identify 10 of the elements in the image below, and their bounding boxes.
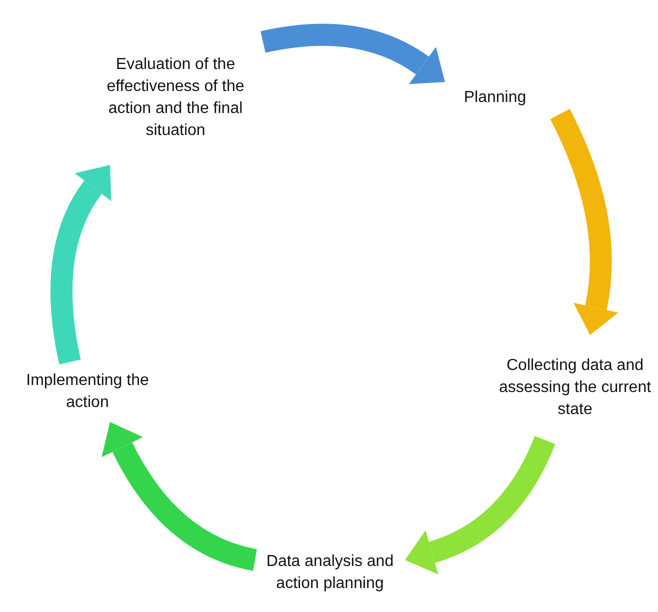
step-label: Data analysis and action planning [265,552,395,594]
arrow [550,109,619,336]
step-label: Collecting data and assessing the current state [498,356,652,420]
step-label: Implementing the action [25,371,150,413]
arrow [102,422,258,571]
step-label: Planning [464,88,526,108]
arrow [405,436,556,574]
arrow [260,24,446,85]
step-label: Evaluation of the effectiveness of the action and the final situation [106,54,246,140]
arrow [50,164,112,364]
